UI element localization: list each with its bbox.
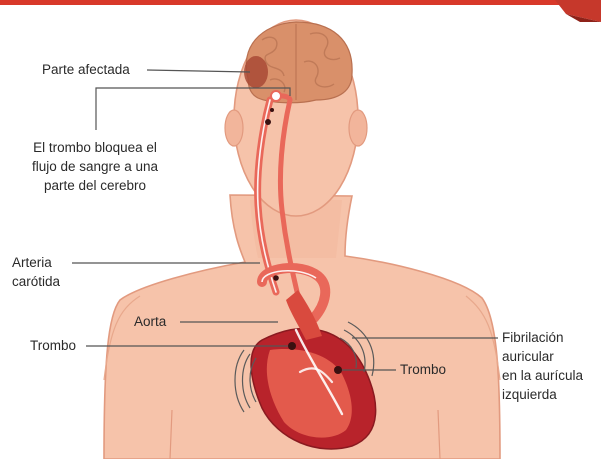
label-carotid-line-2: carótida	[12, 272, 60, 291]
label-clot-blocks: El trombo bloquea el flujo de sangre a u…	[30, 138, 160, 195]
label-fibrillation: Fibrilación auricular en la aurícula izq…	[502, 328, 583, 404]
heart-clot-left	[288, 342, 296, 350]
label-aorta: Aorta	[134, 312, 166, 331]
top-bar	[0, 0, 601, 5]
label-clot-right: Trombo	[400, 360, 446, 379]
brain-clot	[265, 119, 271, 125]
label-clot-blocks-line-2: flujo de sangre a una	[30, 157, 160, 176]
label-carotid: Arteria carótida	[12, 253, 60, 291]
label-fibrillation-line-4: izquierda	[502, 385, 583, 404]
carotid-clot	[273, 275, 279, 281]
label-clot-blocks-line-3: parte del cerebro	[30, 176, 160, 195]
label-affected-part: Parte afectada	[42, 60, 130, 79]
label-fibrillation-line-3: en la aurícula	[502, 366, 583, 385]
label-fibrillation-line-2: auricular	[502, 347, 583, 366]
leader-affected-part	[147, 70, 250, 72]
brain	[244, 22, 352, 103]
label-clot-blocks-line-1: El trombo bloquea el	[30, 138, 160, 157]
label-fibrillation-line-1: Fibrilación	[502, 328, 583, 347]
label-carotid-line-1: Arteria	[12, 253, 60, 272]
label-clot-left: Trombo	[30, 336, 76, 355]
heart-clot-right	[334, 366, 342, 374]
